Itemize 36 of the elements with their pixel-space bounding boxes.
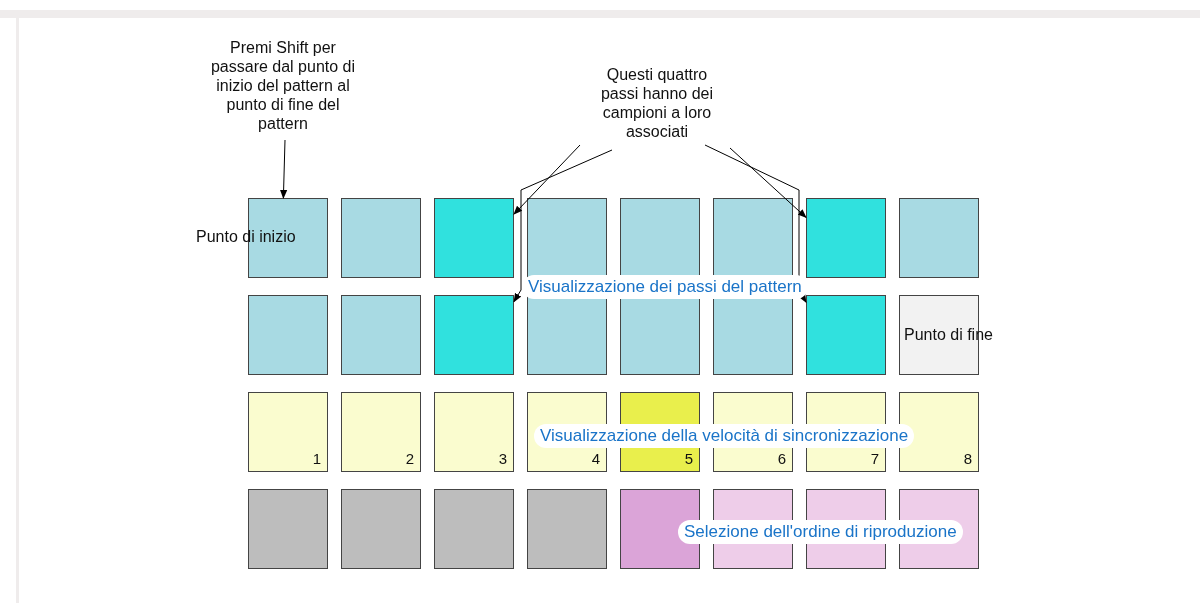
- annotation-text: Premi Shift per passare dal punto di inizio del pattern al punto di fine del pattern: [208, 38, 358, 133]
- pad: [620, 198, 700, 278]
- pad-number: 7: [870, 450, 879, 467]
- pad-number: 1: [312, 450, 321, 467]
- pad-number: 5: [684, 450, 693, 467]
- pad: [248, 295, 328, 375]
- arrow: [513, 144, 581, 215]
- arrow: [729, 147, 807, 218]
- pad: [527, 489, 607, 569]
- annotation-text: Questi quattro passi hanno dei campioni a loro associati: [592, 65, 722, 141]
- pad-number: 2: [405, 450, 414, 467]
- pad: [434, 489, 514, 569]
- pad: [434, 295, 514, 375]
- pad: [527, 198, 607, 278]
- pad: [899, 198, 979, 278]
- arrow: [513, 149, 613, 303]
- pad: [341, 489, 421, 569]
- section-tooltip: Visualizzazione della velocità di sincronizzazione: [534, 424, 915, 448]
- arrow: [704, 144, 807, 303]
- pad: [248, 489, 328, 569]
- section-tooltip: Selezione dell'ordine di riproduzione: [678, 520, 963, 544]
- pad: [341, 392, 421, 472]
- pad-number: 4: [591, 450, 600, 467]
- pad: [341, 295, 421, 375]
- pad: [434, 392, 514, 472]
- pad: [434, 198, 514, 278]
- pad-number: 3: [498, 450, 507, 467]
- pad: [713, 198, 793, 278]
- arrow: [280, 139, 288, 199]
- pad: [806, 295, 886, 375]
- pad: [806, 198, 886, 278]
- pad: [248, 392, 328, 472]
- pad: [527, 295, 607, 375]
- pad-number: 8: [963, 450, 972, 467]
- pad-number: 6: [777, 450, 786, 467]
- pad: [341, 198, 421, 278]
